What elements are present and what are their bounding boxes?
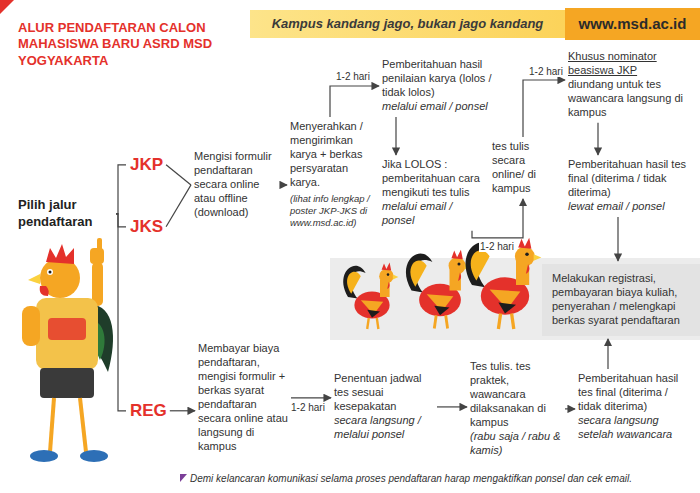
node-text: Pemberitahuan hasil tes final (diterima …: [578, 372, 690, 414]
choice-label: Pilih jalur pendaftaran: [18, 197, 113, 231]
flow-connector: [281, 184, 287, 185]
edge-label: 1-2 hari: [528, 66, 564, 77]
website-box: www.msd.ac.id: [565, 8, 700, 40]
node-text: Kampus kandang jago, bukan jago kandang: [272, 16, 544, 33]
route-name: JKP: [130, 154, 163, 176]
flow-connector: [291, 397, 331, 398]
node-text: tes tulis secara online/ di kampus: [492, 140, 554, 196]
node-text: Pemberitahuan hasil tes final (diterima …: [568, 158, 686, 200]
flow-connector: [597, 123, 598, 155]
route-name: JKS: [130, 216, 163, 238]
node-text: (rabu saja / rabu & kamis): [470, 430, 562, 458]
edge-label: 1-2 hari: [335, 71, 371, 82]
step-text: Mengisi formulir pendaftaran secara onli…: [194, 150, 278, 220]
node-text: JKP: [130, 154, 163, 176]
flow-connector: [523, 80, 565, 137]
node-text: secara langsung / melalui ponsel: [334, 414, 434, 442]
node-text: lewat email / ponsel: [568, 200, 686, 214]
final-box: Melakukan registrasi, pembayaran biaya k…: [542, 264, 700, 336]
flow-connector: [166, 165, 191, 185]
flow-connector: [170, 410, 195, 411]
step-text: Menyerahkan / mengirimkan karya + berkas…: [290, 120, 376, 229]
step-text: Membayar biaya pendaftaran, mengisi form…: [198, 342, 288, 454]
node-text: Jika LOLOS : pemberitahuan cara mengikut…: [382, 158, 487, 200]
node-text: JKS: [130, 216, 163, 238]
flow-connector: [472, 199, 523, 238]
edge-label: 1-2 hari: [290, 402, 326, 413]
step-text: tes tulis secara online/ di kampus: [492, 140, 554, 196]
node-text: (lihat info lengkap / poster JKP-JKS di …: [290, 193, 376, 229]
node-text: Mengisi formulir pendaftaran secara onli…: [194, 150, 278, 220]
flow-connector: [330, 86, 379, 117]
node-text: REG: [130, 400, 167, 422]
node-text: Khusus nominator beasiswa JKP: [568, 50, 690, 78]
node-text: www.msd.ac.id: [579, 14, 687, 33]
step-text: Pemberitahuan hasil tes final (diterima …: [568, 158, 686, 214]
node-text: melalui email / ponsel: [382, 100, 500, 114]
node-text: Tes tulis. tes praktek, wawancara dilaks…: [470, 360, 562, 430]
flow-connector: [116, 165, 126, 214]
flow-connector: [116, 214, 126, 411]
node-text: Penentuan jadwal tes sesuai kesepakatan: [334, 372, 434, 414]
node-text: Melakukan registrasi, pembayaran biaya k…: [552, 272, 692, 328]
step-text: Pemberitahuan hasil tes final (diterima …: [578, 372, 690, 442]
node-text: diundang untuk tes wawancara langsung di…: [568, 78, 690, 120]
title: ALUR PENDAFTARAN CALON MAHASISWA BARU AS…: [18, 20, 218, 69]
footnote: Demi kelancaran komunikasi selama proses…: [190, 473, 632, 484]
node-text: Pilih jalur pendaftaran: [18, 197, 113, 231]
flow-connector: [617, 217, 618, 261]
flow-connector: [395, 117, 396, 155]
node-text: Membayar biaya pendaftaran, mengisi form…: [198, 342, 288, 454]
step-text: Khusus nominator beasiswa JKPdiundang un…: [568, 50, 690, 120]
edge-label: 1-2 hari: [479, 241, 515, 252]
route-name: REG: [130, 400, 167, 422]
step-text: Penentuan jadwal tes sesuai kesepakatans…: [334, 372, 434, 442]
flow-connector: [607, 339, 608, 369]
slogan-band: Kampus kandang jago, bukan jago kandang: [250, 10, 565, 38]
step-text: Jika LOLOS : pemberitahuan cara mengikut…: [382, 158, 487, 228]
step-text: Pemberitahuan hasil penilaian karya (lol…: [382, 58, 500, 114]
step-text: Tes tulis. tes praktek, wawancara dilaks…: [470, 360, 562, 458]
flow-connector: [166, 185, 191, 227]
node-text: Pemberitahuan hasil penilaian karya (lol…: [382, 58, 500, 100]
flow-connector: [565, 408, 575, 409]
node-text: secara langsung setelah wawancara: [578, 414, 690, 442]
flow-connector: [437, 406, 467, 407]
node-text: melalui email / ponsel: [382, 200, 487, 228]
node-text: Menyerahkan / mengirimkan karya + berkas…: [290, 120, 376, 190]
